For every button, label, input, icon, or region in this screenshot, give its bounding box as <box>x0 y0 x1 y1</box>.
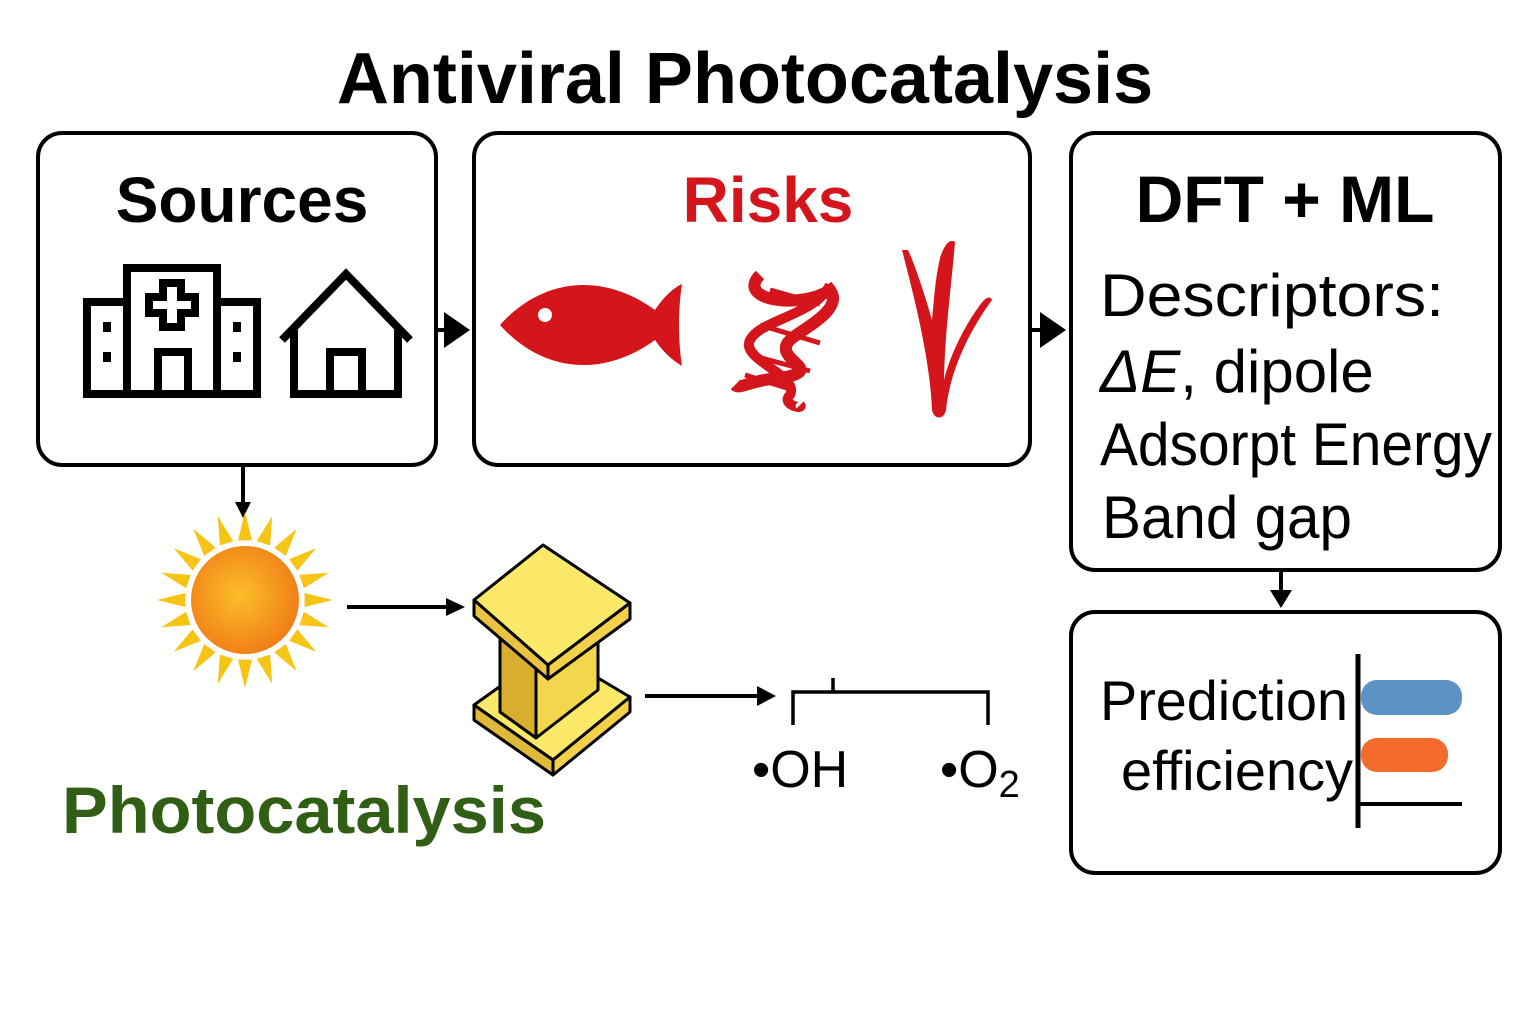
sun-ray <box>161 611 191 628</box>
superoxide-radical-label: •O2 <box>940 741 1020 806</box>
sun-ray <box>173 548 201 571</box>
sun-ray <box>193 528 216 556</box>
sun-ray <box>289 548 317 571</box>
sun-ray <box>256 516 273 546</box>
arrow-risks-to-dft <box>1030 312 1066 348</box>
sun-ray <box>256 654 273 684</box>
house-icon <box>279 268 413 398</box>
plant-icon <box>902 240 992 418</box>
descriptors-label: Descriptors: <box>1100 262 1444 329</box>
risks-box: Risks <box>472 131 1032 467</box>
delta-e-text: ΔE <box>1098 338 1181 405</box>
prediction-box: Prediction efficiency <box>1069 610 1502 875</box>
prediction-bar-blue <box>1361 680 1462 715</box>
efficiency-label: efficiency <box>1121 739 1353 802</box>
sun-ray <box>299 572 329 589</box>
arrow-sources-to-risks <box>436 312 470 348</box>
sun-ray <box>157 592 186 608</box>
sun-ray <box>237 659 253 688</box>
sun-ray <box>274 644 297 672</box>
descriptor-band-gap: Band gap <box>1102 484 1352 551</box>
sun-ray <box>299 611 329 628</box>
sun-ray <box>217 516 234 546</box>
superoxide-subscript: 2 <box>999 764 1020 806</box>
sources-box: Sources <box>36 131 438 467</box>
sources-heading: Sources <box>116 164 369 236</box>
fish-icon <box>500 284 682 366</box>
descriptor-delta-e-dipole: ΔE, dipole <box>1098 338 1374 405</box>
photocatalyst-icon <box>472 543 632 777</box>
superoxide-text: •O <box>940 741 999 799</box>
sun-ray <box>274 528 297 556</box>
arrow-dft-to-prediction <box>1270 570 1292 608</box>
dft-ml-heading: DFT + ML <box>1136 162 1435 236</box>
dna-icon <box>730 270 839 412</box>
sun-ray <box>237 512 253 541</box>
arrow-catalyst-to-products <box>645 686 776 706</box>
dft-ml-box: DFT + ML Descriptors: ΔE, dipole Adsorpt… <box>1069 131 1502 572</box>
photocatalysis-label: Photocatalysis <box>62 773 546 847</box>
arrow-sources-to-sun <box>235 465 251 518</box>
dipole-text: , dipole <box>1180 338 1373 405</box>
prediction-label: Prediction <box>1100 669 1348 732</box>
sun-ray <box>217 654 234 684</box>
sun-ray <box>193 644 216 672</box>
sun-ray <box>304 592 333 608</box>
descriptor-adsorption-energy: Adsorpt Energy <box>1100 411 1492 478</box>
prediction-bar-orange <box>1361 738 1448 772</box>
sun-ray <box>289 629 317 652</box>
hospital-icon <box>83 264 261 398</box>
hydroxyl-radical-label: •OH <box>752 741 848 799</box>
arrow-sun-to-catalyst <box>347 598 465 616</box>
risks-heading: Risks <box>683 164 854 236</box>
diagram-title: Antiviral Photocatalysis <box>337 39 1153 119</box>
sun-ray <box>161 572 191 589</box>
sun-icon <box>157 512 333 688</box>
sun-ray <box>173 629 201 652</box>
products-bracket <box>791 678 990 725</box>
